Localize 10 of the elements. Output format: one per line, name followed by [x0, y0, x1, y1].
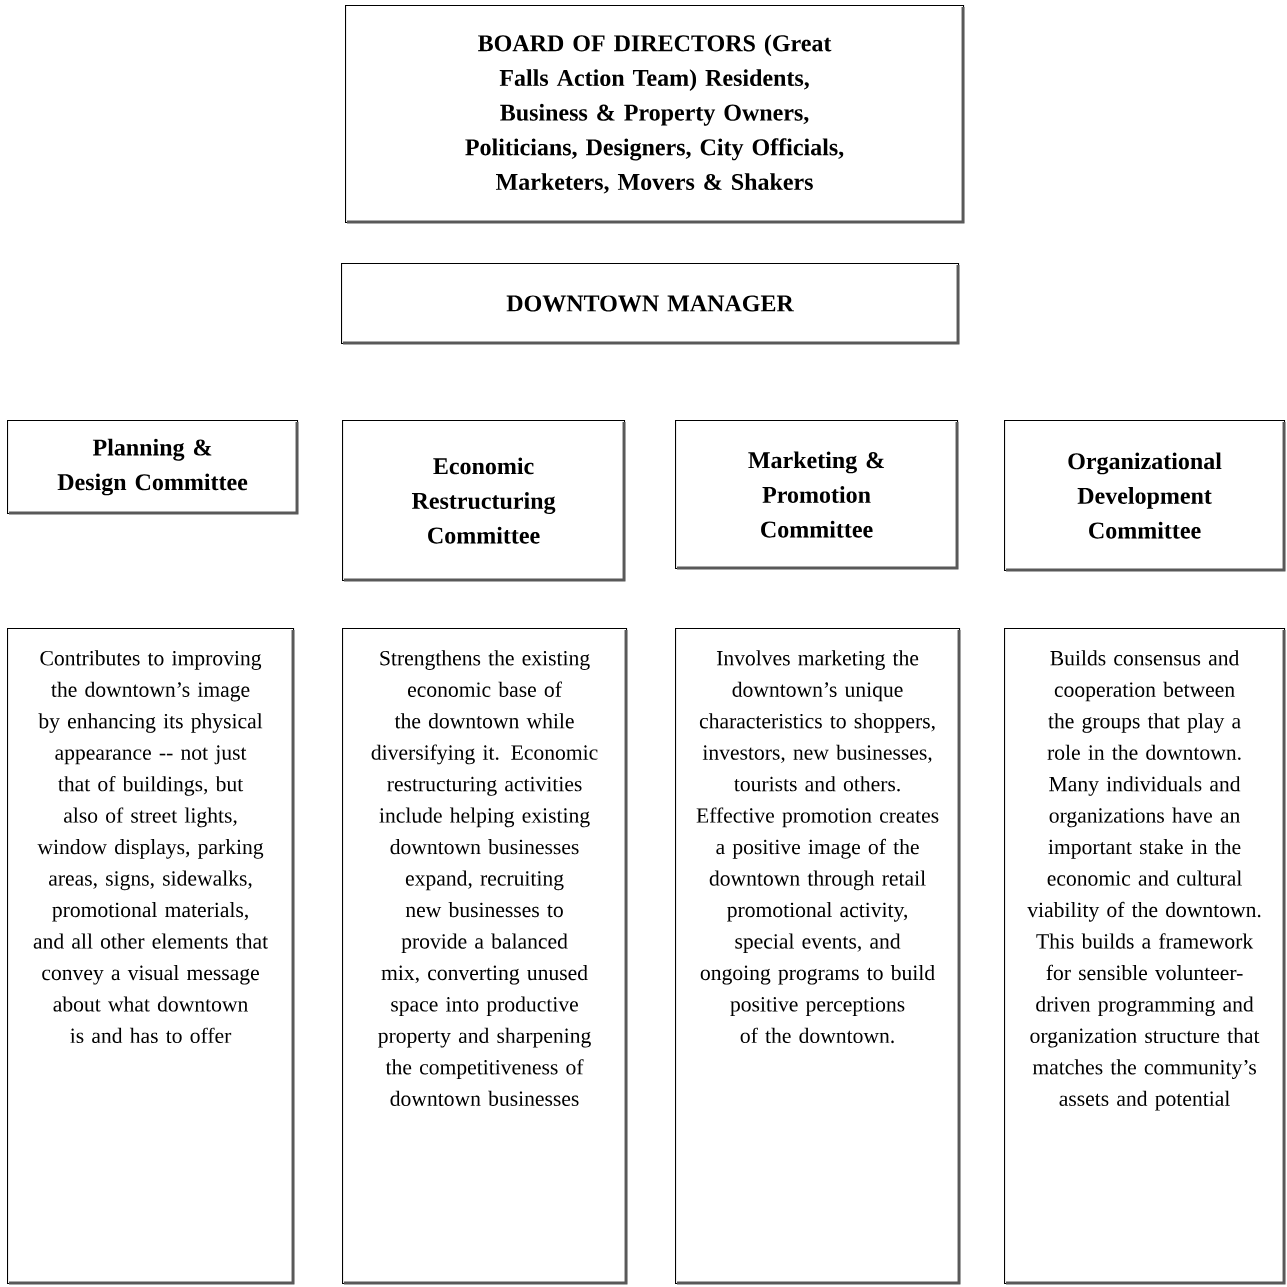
description-box: Builds consensus and cooperation between the groups that play a role in the downtown. Many individuals and organizations have an important stake in the economic and cultural viability of the downtown. This builds a framework for sensible volunteer-driven programming and organization structure that matches the community’s assets and potential — [1004, 628, 1286, 1285]
description-box: Contributes to improving the downtown’s image by enhancing its physical appearance -- not just that of buildings, but also of street lights, window displays, parking areas, signs, sidewalks, promotional materials, and all other elements that convey a visual message about what downtown is and has to offer — [7, 628, 295, 1285]
board-box: BOARD OF DIRECTORS (Great Falls Action Team) Residents, Business & Property Owners, Politicians, Designers, City Officials, Marketers, Movers & Shakers — [345, 5, 965, 224]
manager-box: DOWNTOWN MANAGER — [341, 263, 960, 345]
description-box: Involves marketing the downtown’s unique characteristics to shoppers, investors, new businesses, tourists and others. Effective promotion creates a positive image of the downtown through retail promotional activity, special events, and ongoing programs to build positive perceptions of the downtown. — [675, 628, 961, 1285]
description-box: Strengthens the existing economic base of the downtown while diversifying it. Economic restructuring activities include helping existing downtown businesses expand, recruiting new businesses to provide a balanced mix, converting unused space into productive property and sharpening the competitiveness of downtown businesses — [342, 628, 628, 1285]
committee-box: Organizational Development Committee — [1004, 420, 1286, 572]
committee-box: Planning & Design Committee — [7, 420, 299, 515]
committee-box: Economic Restructuring Committee — [342, 420, 626, 582]
committee-box: Marketing & Promotion Committee — [675, 420, 959, 570]
